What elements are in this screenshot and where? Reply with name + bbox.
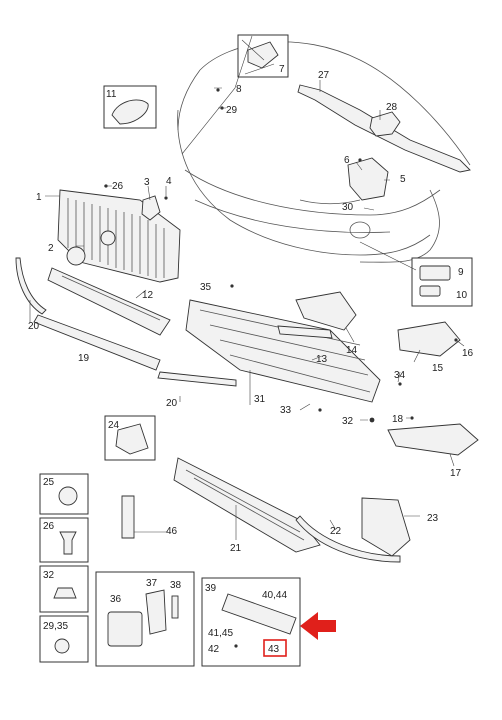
part-labels: 1 2 3 4 5 6 7 8 9 10 11 12 13 14 15 16 1… (28, 64, 474, 655)
grille (57, 189, 181, 283)
label-38: 38 (170, 580, 182, 591)
label-21: 21 (230, 543, 242, 554)
label-19: 19 (78, 353, 90, 364)
label-12: 12 (142, 290, 154, 301)
bezel-23 (361, 497, 411, 557)
label-32b: 32 (43, 570, 55, 581)
label-28: 28 (386, 102, 398, 113)
label-11: 11 (106, 89, 117, 100)
label-16: 16 (462, 348, 474, 359)
bracket-5 (347, 157, 389, 201)
label-36: 36 (110, 594, 122, 605)
bezel-14 (295, 291, 357, 331)
lower-grille-12 (47, 267, 171, 336)
box-7 (237, 34, 289, 78)
label-10: 10 (456, 290, 468, 301)
label-39: 39 (205, 583, 217, 594)
label-18: 18 (392, 414, 404, 425)
strip-22 (295, 515, 401, 563)
bracket-17 (387, 423, 479, 456)
label-42: 42 (208, 644, 220, 655)
label-20b: 20 (166, 398, 178, 409)
label-43: 43 (268, 644, 280, 655)
label-3: 3 (144, 177, 150, 188)
label-30: 30 (342, 202, 354, 213)
label-7: 7 (279, 64, 285, 75)
label-33: 33 (280, 405, 292, 416)
label-26b: 26 (43, 521, 55, 532)
emblem-2 (66, 246, 86, 266)
label-22: 22 (330, 526, 342, 537)
clip-7 (247, 41, 279, 69)
trim-20-left (15, 257, 47, 315)
label-40-44: 40,44 (262, 590, 287, 601)
bracket-15 (397, 321, 461, 357)
label-23: 23 (427, 513, 439, 524)
bracket-3 (141, 195, 161, 221)
license-bracket (221, 593, 297, 635)
label-5: 5 (400, 174, 406, 185)
label-24: 24 (108, 420, 120, 431)
strip-19 (33, 314, 161, 371)
bracket-28 (369, 111, 401, 137)
label-14: 14 (346, 345, 358, 356)
label-46: 46 (166, 526, 178, 537)
label-15: 15 (432, 363, 444, 374)
label-32a: 32 (342, 416, 354, 427)
label-35: 35 (200, 282, 212, 293)
label-26a: 26 (112, 181, 124, 192)
bracket-46 (121, 495, 135, 539)
label-34: 34 (394, 370, 406, 381)
bezel-14b (277, 325, 333, 339)
label-9: 9 (458, 267, 464, 278)
label-2: 2 (48, 243, 54, 254)
label-27: 27 (318, 70, 330, 81)
label-25: 25 (43, 477, 55, 488)
label-20a: 20 (28, 321, 40, 332)
label-41-45: 41,45 (208, 628, 233, 639)
label-29-35: 29,35 (43, 621, 68, 632)
fastener-dots (104, 88, 458, 648)
label-1: 1 (36, 192, 42, 203)
cover-plate-11 (111, 99, 149, 125)
label-29: 29 (226, 105, 238, 116)
trim-20-right (157, 371, 237, 387)
label-31: 31 (254, 394, 266, 405)
highlight-box-43 (263, 639, 287, 657)
lower-grille-21 (173, 457, 321, 553)
label-8: 8 (236, 84, 242, 95)
leader-lines (29, 35, 465, 540)
label-17: 17 (450, 468, 462, 479)
label-4: 4 (166, 176, 172, 187)
red-arrow-left-icon (300, 612, 336, 640)
label-6: 6 (344, 155, 350, 166)
label-37: 37 (146, 578, 158, 589)
bumper-cover (177, 41, 471, 263)
label-13: 13 (316, 354, 328, 365)
